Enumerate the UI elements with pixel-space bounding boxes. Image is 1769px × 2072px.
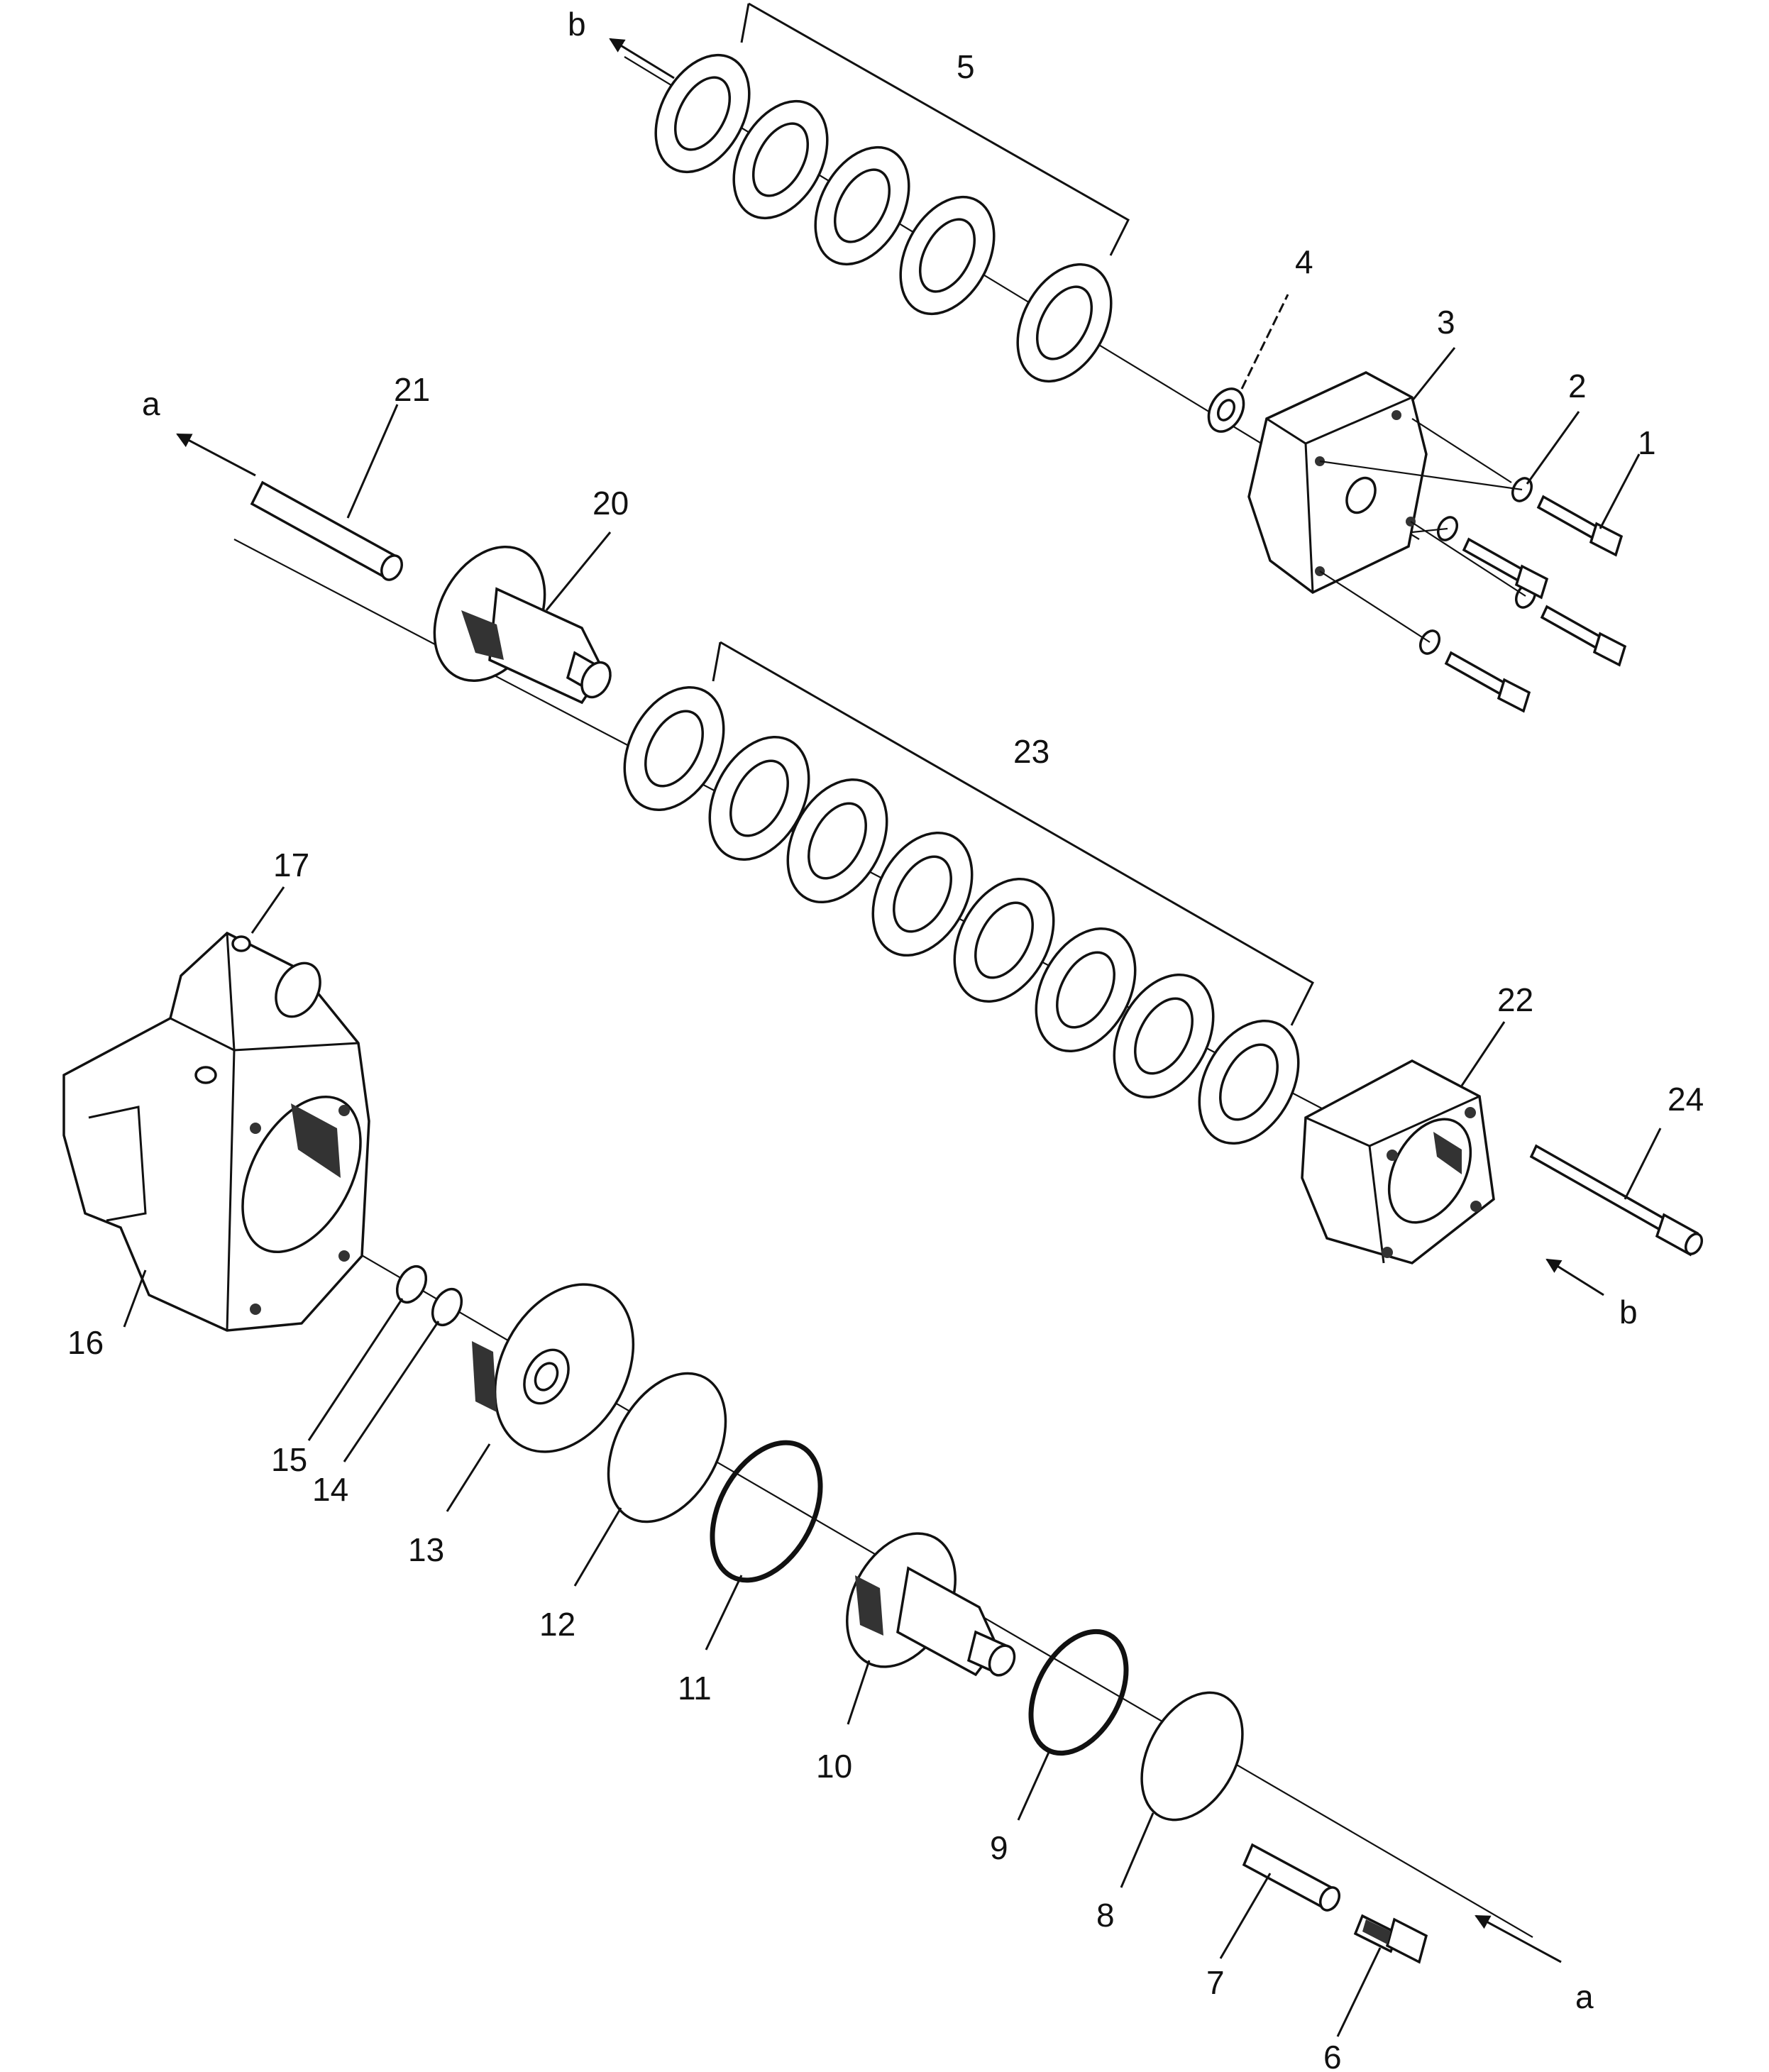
label-17: 17 (273, 847, 309, 883)
part-5-washers (654, 2, 1130, 383)
label-4: 4 (1295, 243, 1313, 280)
label-12: 12 (539, 1606, 575, 1643)
label-11: 11 (678, 1670, 712, 1707)
part-7-pin (1219, 1843, 1341, 1959)
direction-arrow-a-top: a (142, 385, 256, 477)
marker-a-top: a (142, 385, 160, 422)
direction-arrow-b-right: b (1545, 1258, 1638, 1330)
part-21-pin (250, 404, 404, 581)
part-12-ring (573, 1372, 727, 1587)
label-10: 10 (816, 1748, 852, 1785)
label-21: 21 (394, 371, 430, 408)
direction-arrow-b-top: b (568, 6, 675, 79)
label-22: 22 (1497, 981, 1533, 1018)
marker-a-bottom: a (1575, 1978, 1594, 2015)
label-15: 15 (271, 1441, 307, 1478)
label-16: 16 (67, 1324, 104, 1361)
part-17-fitting (194, 886, 285, 1084)
label-20: 20 (593, 485, 629, 522)
label-24: 24 (1668, 1081, 1704, 1118)
marker-b-top: b (568, 6, 586, 43)
label-2: 2 (1568, 368, 1587, 404)
part-9-ring (1017, 1629, 1129, 1821)
part-1-bolts (1319, 453, 1641, 713)
part-11-ring (705, 1440, 823, 1651)
label-7: 7 (1206, 1964, 1225, 2001)
part-15-14-orings (307, 1264, 463, 1462)
label-5: 5 (957, 48, 975, 85)
part-10-piston (846, 1532, 1016, 1725)
label-23: 23 (1013, 733, 1049, 770)
label-9: 9 (990, 1829, 1008, 1866)
label-8: 8 (1096, 1897, 1115, 1934)
direction-arrow-a-bottom: a (1475, 1914, 1594, 2015)
label-1: 1 (1638, 424, 1656, 461)
part-22-housing (1301, 1021, 1506, 1264)
marker-b-right: b (1619, 1294, 1638, 1330)
label-6: 6 (1323, 2039, 1342, 2072)
label-13: 13 (408, 1531, 444, 1568)
label-14: 14 (312, 1471, 348, 1508)
part-3-cover (1247, 347, 1512, 595)
part-24-bolt (1529, 1128, 1704, 1257)
part-6-plug (1336, 1914, 1428, 2037)
part-16-housing (62, 931, 370, 1332)
part-4-washer (1207, 294, 1289, 433)
part-20-piston (433, 531, 612, 705)
part-8-ring (1120, 1691, 1244, 1888)
label-3: 3 (1437, 304, 1455, 341)
part-23-washers (623, 641, 1314, 1145)
part-13-piston (446, 1283, 635, 1512)
